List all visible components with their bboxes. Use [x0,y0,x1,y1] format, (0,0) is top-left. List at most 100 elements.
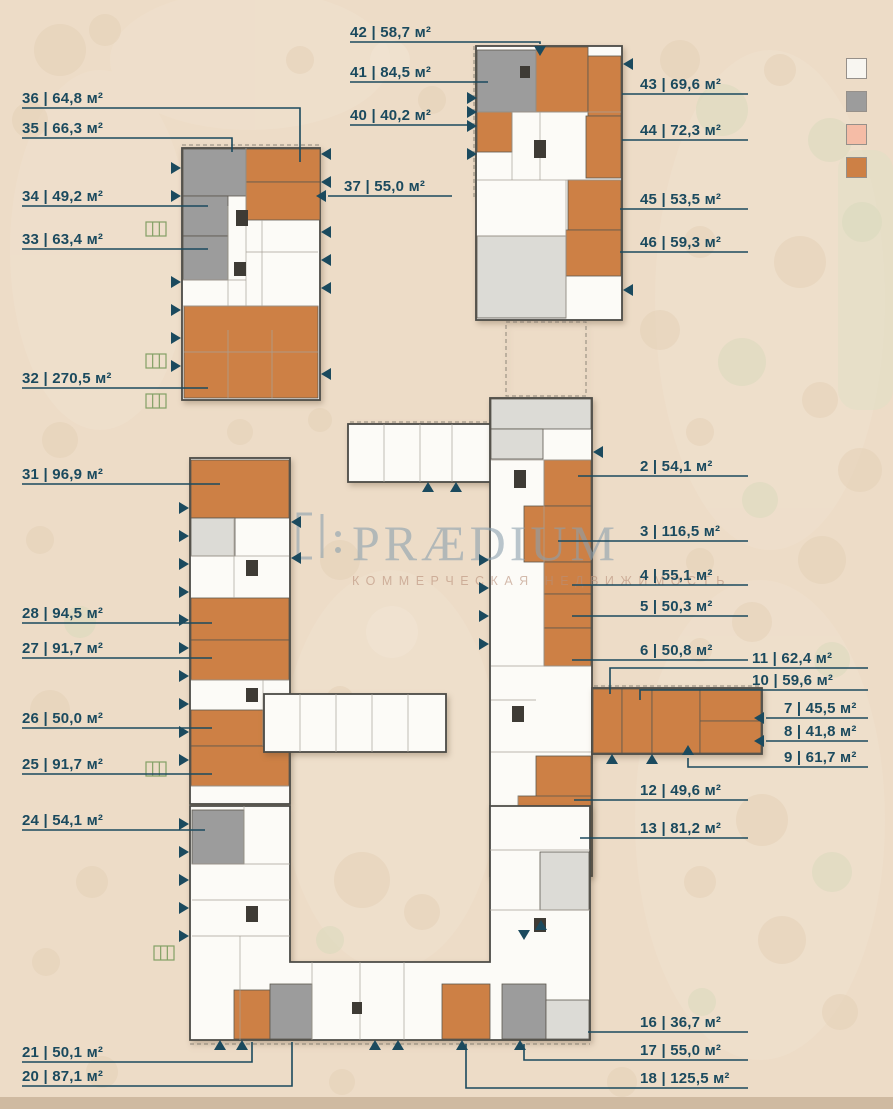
unit-shape-27[interactable] [190,639,290,681]
unit-shape-2[interactable] [543,459,592,507]
tree [12,102,48,138]
unit-shape-41[interactable] [476,49,537,113]
unit-label-25[interactable]: 25 | 91,7 м² [22,756,104,773]
unit-shape-12[interactable] [535,755,592,801]
unit-shape-36[interactable] [245,148,321,183]
unit-shape-lobby-d2[interactable] [490,428,544,460]
unit-shape-37[interactable] [245,181,321,221]
unit-shape-28[interactable] [190,597,290,641]
unit-label-32[interactable]: 32 | 270,5 м² [22,370,112,387]
unit-label-13[interactable]: 13 | 81,2 м² [640,820,722,837]
unit-shape-40[interactable] [476,111,513,153]
unit-shape-lobby-b[interactable] [476,235,567,319]
watermark-name: PRÆDIUM [352,515,619,571]
unit-shape-5[interactable] [543,593,592,629]
unit-label-10[interactable]: 10 | 59,6 м² [752,672,834,689]
unit-shape-16[interactable] [545,999,590,1040]
tree [334,852,390,908]
entrance-marker [514,1040,526,1050]
unit-label-36[interactable]: 36 | 64,8 м² [22,90,104,107]
unit-label-5[interactable]: 5 | 50,3 м² [640,598,713,615]
leader-line-21 [22,1042,253,1063]
unit-label-42[interactable]: 42 | 58,7 м² [350,24,432,41]
unit-label-3[interactable]: 3 | 116,5 м² [640,523,721,540]
unit-label-26[interactable]: 26 | 50,0 м² [22,710,104,727]
tree [26,526,54,554]
unit-shape-lobby-e1[interactable] [539,851,590,911]
leader-line-42 [350,41,541,44]
unit-shape-lobby-d1[interactable] [490,398,592,430]
unit-shape-4[interactable] [543,561,592,595]
unit-label-40[interactable]: 40 | 40,2 м² [350,107,432,124]
entrance-marker [450,482,462,492]
unit-label-43[interactable]: 43 | 69,6 м² [640,76,722,93]
unit-label-28[interactable]: 28 | 94,5 м² [22,605,104,622]
unit-label-31[interactable]: 31 | 96,9 м² [22,466,104,483]
tree [366,606,418,658]
unit-label-6[interactable]: 6 | 50,8 м² [640,642,713,659]
unit-shape-21[interactable] [233,989,271,1040]
unit-shape-18[interactable] [441,983,491,1040]
unit-label-21[interactable]: 21 | 50,1 м² [22,1044,104,1061]
unit-shape-33[interactable] [182,235,229,281]
unit-label-8[interactable]: 8 | 41,8 м² [784,723,857,740]
entrance-marker [321,368,331,380]
praedium-logo-icon [296,512,324,560]
entrance-marker [623,284,633,296]
unit-label-16[interactable]: 16 | 36,7 м² [640,1014,722,1031]
entrance-marker [467,92,477,104]
unit-shape-34[interactable] [182,195,229,237]
tree [686,548,714,576]
tree [758,916,806,964]
unit-shape-24[interactable] [191,809,245,865]
unit-label-33[interactable]: 33 | 63,4 м² [22,231,104,248]
unit-shape-17[interactable] [501,983,547,1040]
unit-label-12[interactable]: 12 | 49,6 м² [640,782,722,799]
unit-label-9[interactable]: 9 | 61,7 м² [784,749,857,766]
unit-shape-42[interactable] [535,46,589,113]
building-bottom-u [189,805,591,1045]
unit-shape-46[interactable] [565,229,622,277]
room-partitions [383,424,453,482]
unit-shape-20[interactable] [269,983,313,1040]
unit-shape-7[interactable] [699,688,762,722]
unit-label-11[interactable]: 11 | 62,4 м² [752,650,833,667]
unit-shape-45[interactable] [567,179,622,231]
unit-label-34[interactable]: 34 | 49,2 м² [22,188,104,205]
unit-shape-31[interactable] [190,459,290,519]
unit-label-45[interactable]: 45 | 53,5 м² [640,191,722,208]
unit-shape-11[interactable] [592,688,623,754]
unit-shape-8[interactable] [699,720,762,754]
legend-swatch-orange[interactable] [846,157,867,178]
legend-swatch-salmon[interactable] [846,124,867,145]
unit-label-46[interactable]: 46 | 59,3 м² [640,234,722,251]
unit-shape-35[interactable] [182,148,247,197]
entrance-marker [321,226,331,238]
legend-swatch-white[interactable] [846,58,867,79]
unit-label-17[interactable]: 17 | 55,0 м² [640,1042,722,1059]
legend-swatch-gray[interactable] [846,91,867,112]
tree [64,606,96,638]
tree [742,482,778,518]
tree [686,418,714,446]
unit-shape-43[interactable] [587,55,622,117]
entrance-marker [593,446,603,458]
unit-label-27[interactable]: 27 | 91,7 м² [22,640,104,657]
unit-shape-10[interactable] [621,688,653,754]
unit-shape-9[interactable] [651,688,701,754]
tree [838,448,882,492]
unit-label-4[interactable]: 4 | 55,1 м² [640,567,713,584]
unit-shape-44[interactable] [585,115,622,179]
unit-label-18[interactable]: 18 | 125,5 м² [640,1070,730,1087]
unit-shape-lobby-c[interactable] [190,517,236,557]
unit-label-24[interactable]: 24 | 54,1 м² [22,812,104,829]
stairs-icon [153,945,175,961]
unit-label-20[interactable]: 20 | 87,1 м² [22,1068,104,1085]
unit-label-35[interactable]: 35 | 66,3 м² [22,120,104,137]
tree [736,794,788,846]
unit-label-41[interactable]: 41 | 84,5 м² [350,64,432,81]
unit-label-2[interactable]: 2 | 54,1 м² [640,458,713,475]
unit-label-37[interactable]: 37 | 55,0 м² [344,178,426,195]
unit-label-44[interactable]: 44 | 72,3 м² [640,122,722,139]
unit-label-7[interactable]: 7 | 45,5 м² [784,700,857,717]
